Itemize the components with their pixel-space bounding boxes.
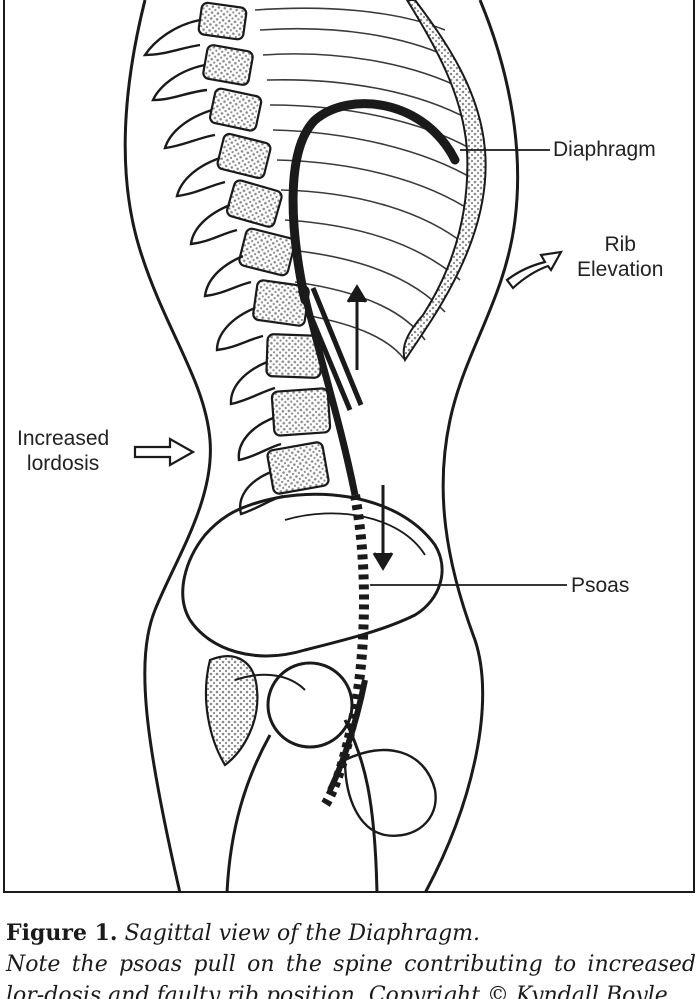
body-outline-front (424, 0, 520, 891)
figure-caption: Figure 1. Sagittal view of the Diaphragm… (6, 918, 696, 999)
lordosis-label-line2: lordosis (26, 452, 100, 475)
rib-label-line1: Rib (604, 233, 636, 256)
rib-elevation-label: Rib Elevation (577, 232, 663, 282)
figure-note: Note the psoas pull on the spine contrib… (6, 952, 696, 999)
pubic-ramus (343, 748, 437, 837)
sagittal-diagram (123, 0, 567, 891)
figure-number: Figure 1. (6, 920, 118, 946)
figure-title: Sagittal view of the Diaphragm. (124, 921, 481, 946)
rib-label-line2: Elevation (577, 258, 664, 281)
psoas-line-lower (327, 679, 368, 792)
lordosis-label: Increased lordosis (17, 426, 109, 476)
psoas-label: Psoas (571, 574, 630, 597)
iliac-crest (284, 512, 426, 556)
lordosis-label-line1: Increased (17, 427, 110, 450)
diagram-frame: Diaphragm Rib Elevation Increased lordos… (3, 0, 695, 893)
spinous-processes (142, 18, 284, 516)
diaphragm-label: Diaphragm (553, 138, 656, 161)
caption-area: Figure 1. Sagittal view of the Diaphragm… (0, 905, 700, 999)
pelvis-ilium (181, 492, 444, 658)
downward-arrow (372, 485, 394, 571)
body-outline-back (123, 0, 212, 891)
rib-elevation-arrow (505, 250, 564, 290)
hip-contour (234, 673, 306, 691)
upward-arrow (346, 284, 368, 370)
lordosis-arrow (133, 437, 196, 467)
sacrum (204, 655, 259, 767)
diaphragm-dome (288, 99, 460, 305)
costal-cartilage (402, 0, 487, 363)
crus-line (297, 287, 364, 411)
vertebral-column (197, 1, 332, 495)
